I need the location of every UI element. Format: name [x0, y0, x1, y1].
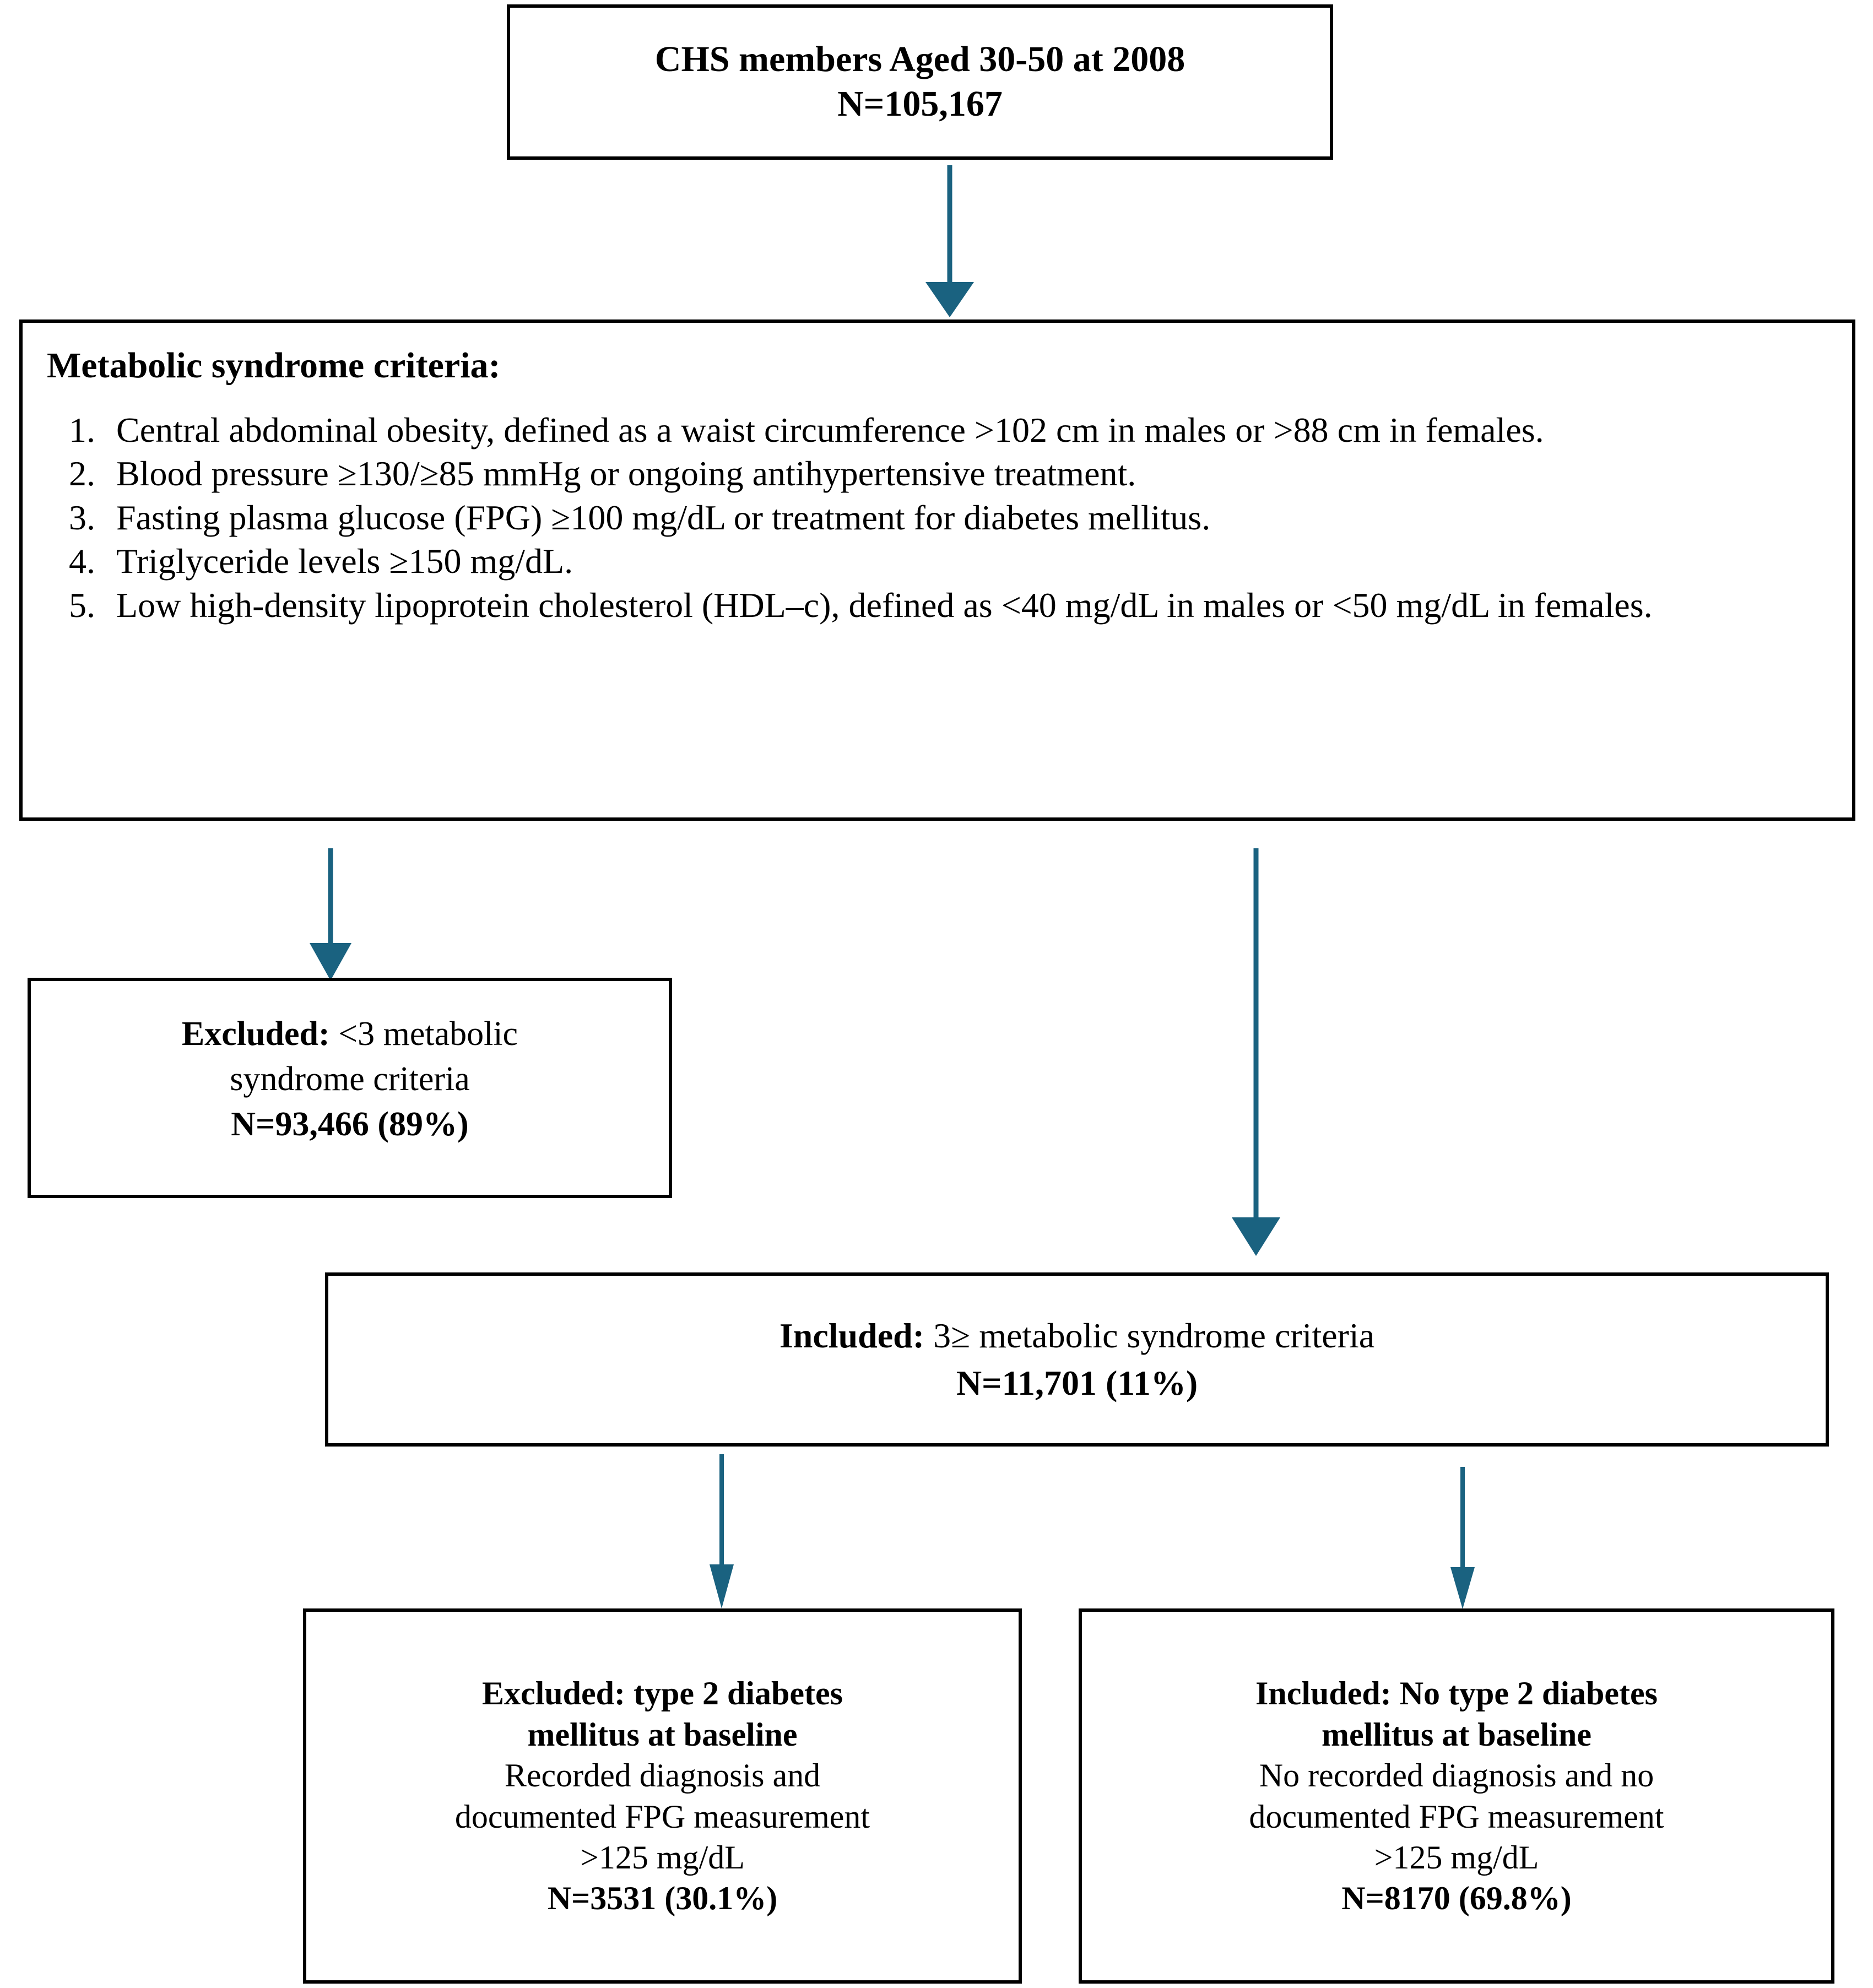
included-dm-line3: No recorded diagnosis and no: [1259, 1757, 1654, 1794]
arrow-included-to-excluded-dm: [691, 1454, 752, 1608]
included-dm-line1: Included: No type 2 diabetes: [1255, 1675, 1658, 1712]
criteria-item-3: Fasting plasma glucose (FPG) ≥100 mg/dL …: [104, 497, 1830, 539]
excluded-dm-count: N=3531 (30.1%): [547, 1880, 778, 1917]
criteria-item-1: Central abdominal obesity, defined as a …: [104, 409, 1830, 451]
arrow-top-to-criteria: [906, 165, 994, 317]
criteria-title: Metabolic syndrome criteria:: [47, 345, 501, 386]
excluded-dm-line5: >125 mg/dL: [580, 1839, 745, 1876]
excluded-criteria-box: Excluded: <3 metabolic syndrome criteria…: [28, 978, 672, 1198]
included-line1-rest: 3≥ metabolic syndrome criteria: [924, 1316, 1375, 1356]
excluded-label: Excluded:: [181, 1015, 330, 1053]
excluded-line1-rest: <3 metabolic: [329, 1015, 518, 1053]
included-criteria-count: N=11,701 (11%): [956, 1363, 1198, 1402]
included-label: Included:: [779, 1316, 925, 1356]
top-cohort-box: CHS members Aged 30-50 at 2008 N=105,167: [507, 4, 1333, 160]
excluded-dm-line1: Excluded: type 2 diabetes: [481, 1675, 843, 1712]
criteria-item-4: Triglyceride levels ≥150 mg/dL.: [104, 540, 1830, 582]
included-dm-count: N=8170 (69.8%): [1341, 1880, 1572, 1917]
metabolic-criteria-box: Metabolic syndrome criteria: Central abd…: [19, 319, 1855, 821]
criteria-item-2: Blood pressure ≥130/≥85 mmHg or ongoing …: [104, 453, 1830, 495]
excluded-dm-line3: Recorded diagnosis and: [504, 1757, 821, 1794]
arrow-criteria-to-included: [1212, 848, 1300, 1256]
criteria-item-5: Low high-density lipoprotein cholesterol…: [104, 584, 1830, 626]
included-dm-line5: >125 mg/dL: [1374, 1839, 1539, 1876]
excluded-criteria-line1: Excluded: <3 metabolic: [50, 1012, 650, 1057]
top-cohort-count: N=105,167: [837, 84, 1003, 124]
top-cohort-title: CHS members Aged 30-50 at 2008: [654, 39, 1185, 80]
excluded-dm-line2: mellitus at baseline: [527, 1716, 798, 1753]
arrow-criteria-to-excluded: [292, 848, 369, 981]
included-diabetes-box: Included: No type 2 diabetes mellitus at…: [1079, 1608, 1834, 1984]
arrow-included-to-included-dm: [1432, 1467, 1493, 1609]
excluded-criteria-line2: syndrome criteria: [230, 1060, 470, 1098]
excluded-diabetes-box: Excluded: type 2 diabetes mellitus at ba…: [303, 1608, 1022, 1984]
excluded-dm-line4: documented FPG measurement: [454, 1798, 870, 1835]
criteria-list: Central abdominal obesity, defined as a …: [45, 409, 1830, 626]
included-dm-line2: mellitus at baseline: [1322, 1716, 1591, 1753]
included-dm-line4: documented FPG measurement: [1249, 1798, 1664, 1835]
included-criteria-line1: Included: 3≥ metabolic syndrome criteria: [779, 1312, 1374, 1359]
excluded-criteria-count: N=93,466 (89%): [231, 1105, 469, 1143]
included-criteria-box: Included: 3≥ metabolic syndrome criteria…: [325, 1272, 1829, 1447]
